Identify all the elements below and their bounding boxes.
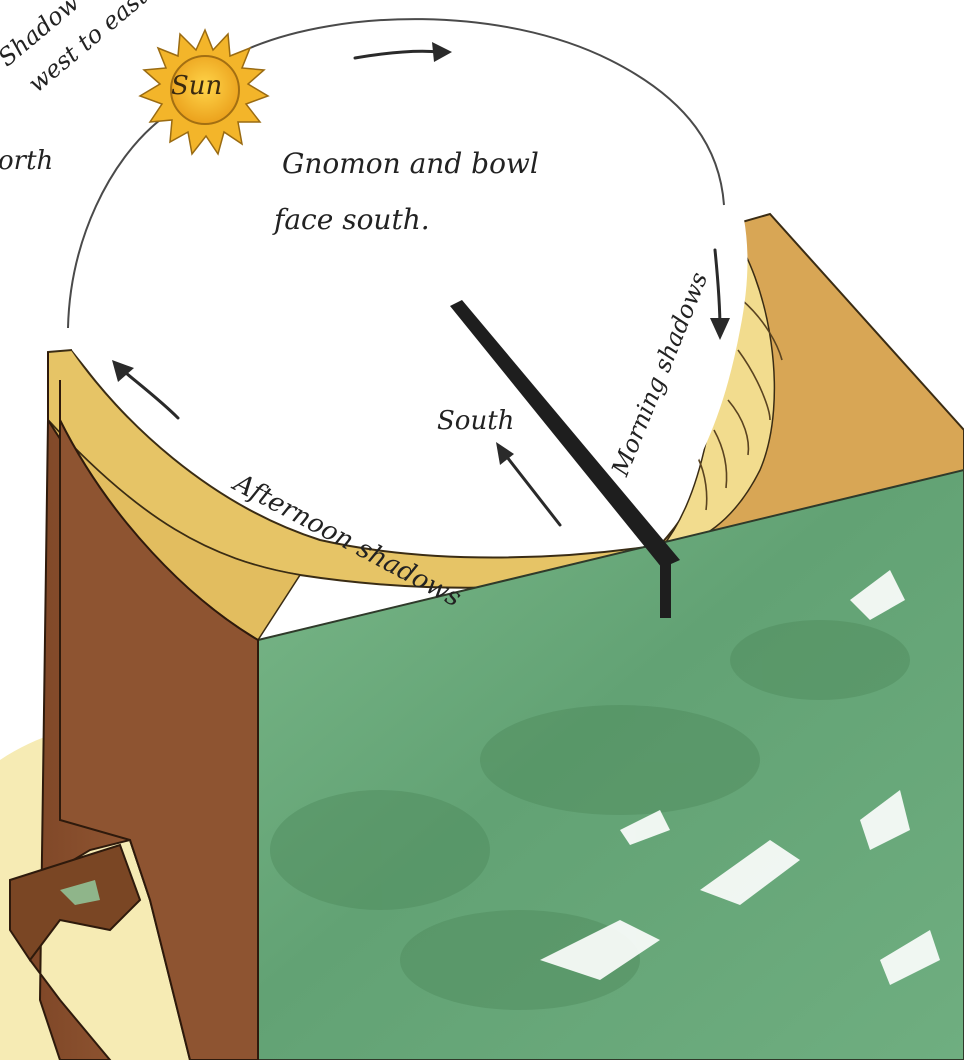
south-label: South	[437, 408, 514, 434]
gnomon-caption-line1: Gnomon and bowl	[282, 150, 539, 178]
gnomon-caption-line2: face south.	[274, 206, 430, 234]
gnomon-post	[660, 560, 671, 618]
sun-label: Sun	[171, 73, 222, 99]
north-label: orth	[0, 148, 53, 174]
